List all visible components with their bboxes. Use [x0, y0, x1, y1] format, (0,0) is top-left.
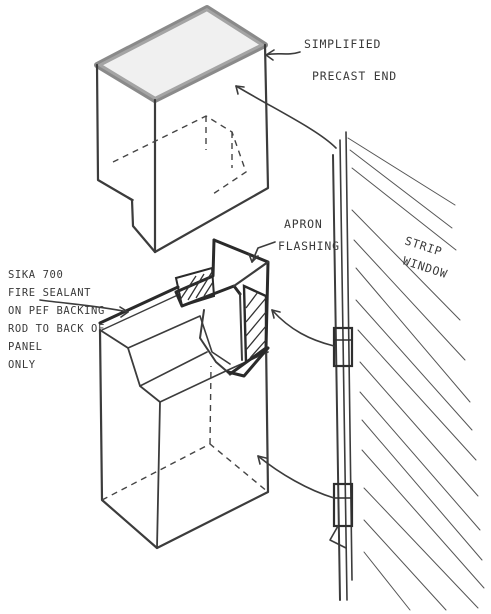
label-sealant-line4: ROD TO BACK OF	[8, 323, 105, 335]
window-clip-upper	[332, 326, 354, 368]
strip-window-wall	[329, 131, 485, 611]
label-top-end-line2: PRECAST END	[312, 69, 397, 83]
precast-panel-with-apron	[98, 238, 270, 550]
label-sealant-line6: ONLY	[8, 359, 36, 371]
label-sealant-line1: SIKA 700	[8, 269, 63, 281]
label-sealant-line5: PANEL	[8, 341, 43, 353]
label-sealant-line3: ON PEF BACKING	[8, 305, 105, 317]
label-simplified-precast-end: SIMPLIFIED PRECAST END	[304, 37, 397, 83]
hatched-section-upper	[174, 266, 216, 308]
label-sealant-note: SIKA 700 FIRE SEALANT ON PEF BACKING ROD…	[8, 269, 105, 371]
hatched-section-side	[242, 284, 268, 365]
label-apron-line2: FLASHING	[278, 239, 340, 253]
label-apron-flashing: APRON FLASHING	[278, 217, 340, 253]
precast-end-block	[94, 5, 270, 254]
leader-arrows	[39, 49, 337, 499]
label-apron-line1: APRON	[284, 217, 323, 231]
window-clip-lower	[329, 482, 354, 549]
label-window-line2: WINDOW	[401, 254, 449, 282]
label-top-end-line1: SIMPLIFIED	[304, 37, 381, 51]
label-sealant-line2: FIRE SEALANT	[8, 287, 91, 299]
label-strip-window: STRIP WINDOW	[401, 234, 449, 282]
